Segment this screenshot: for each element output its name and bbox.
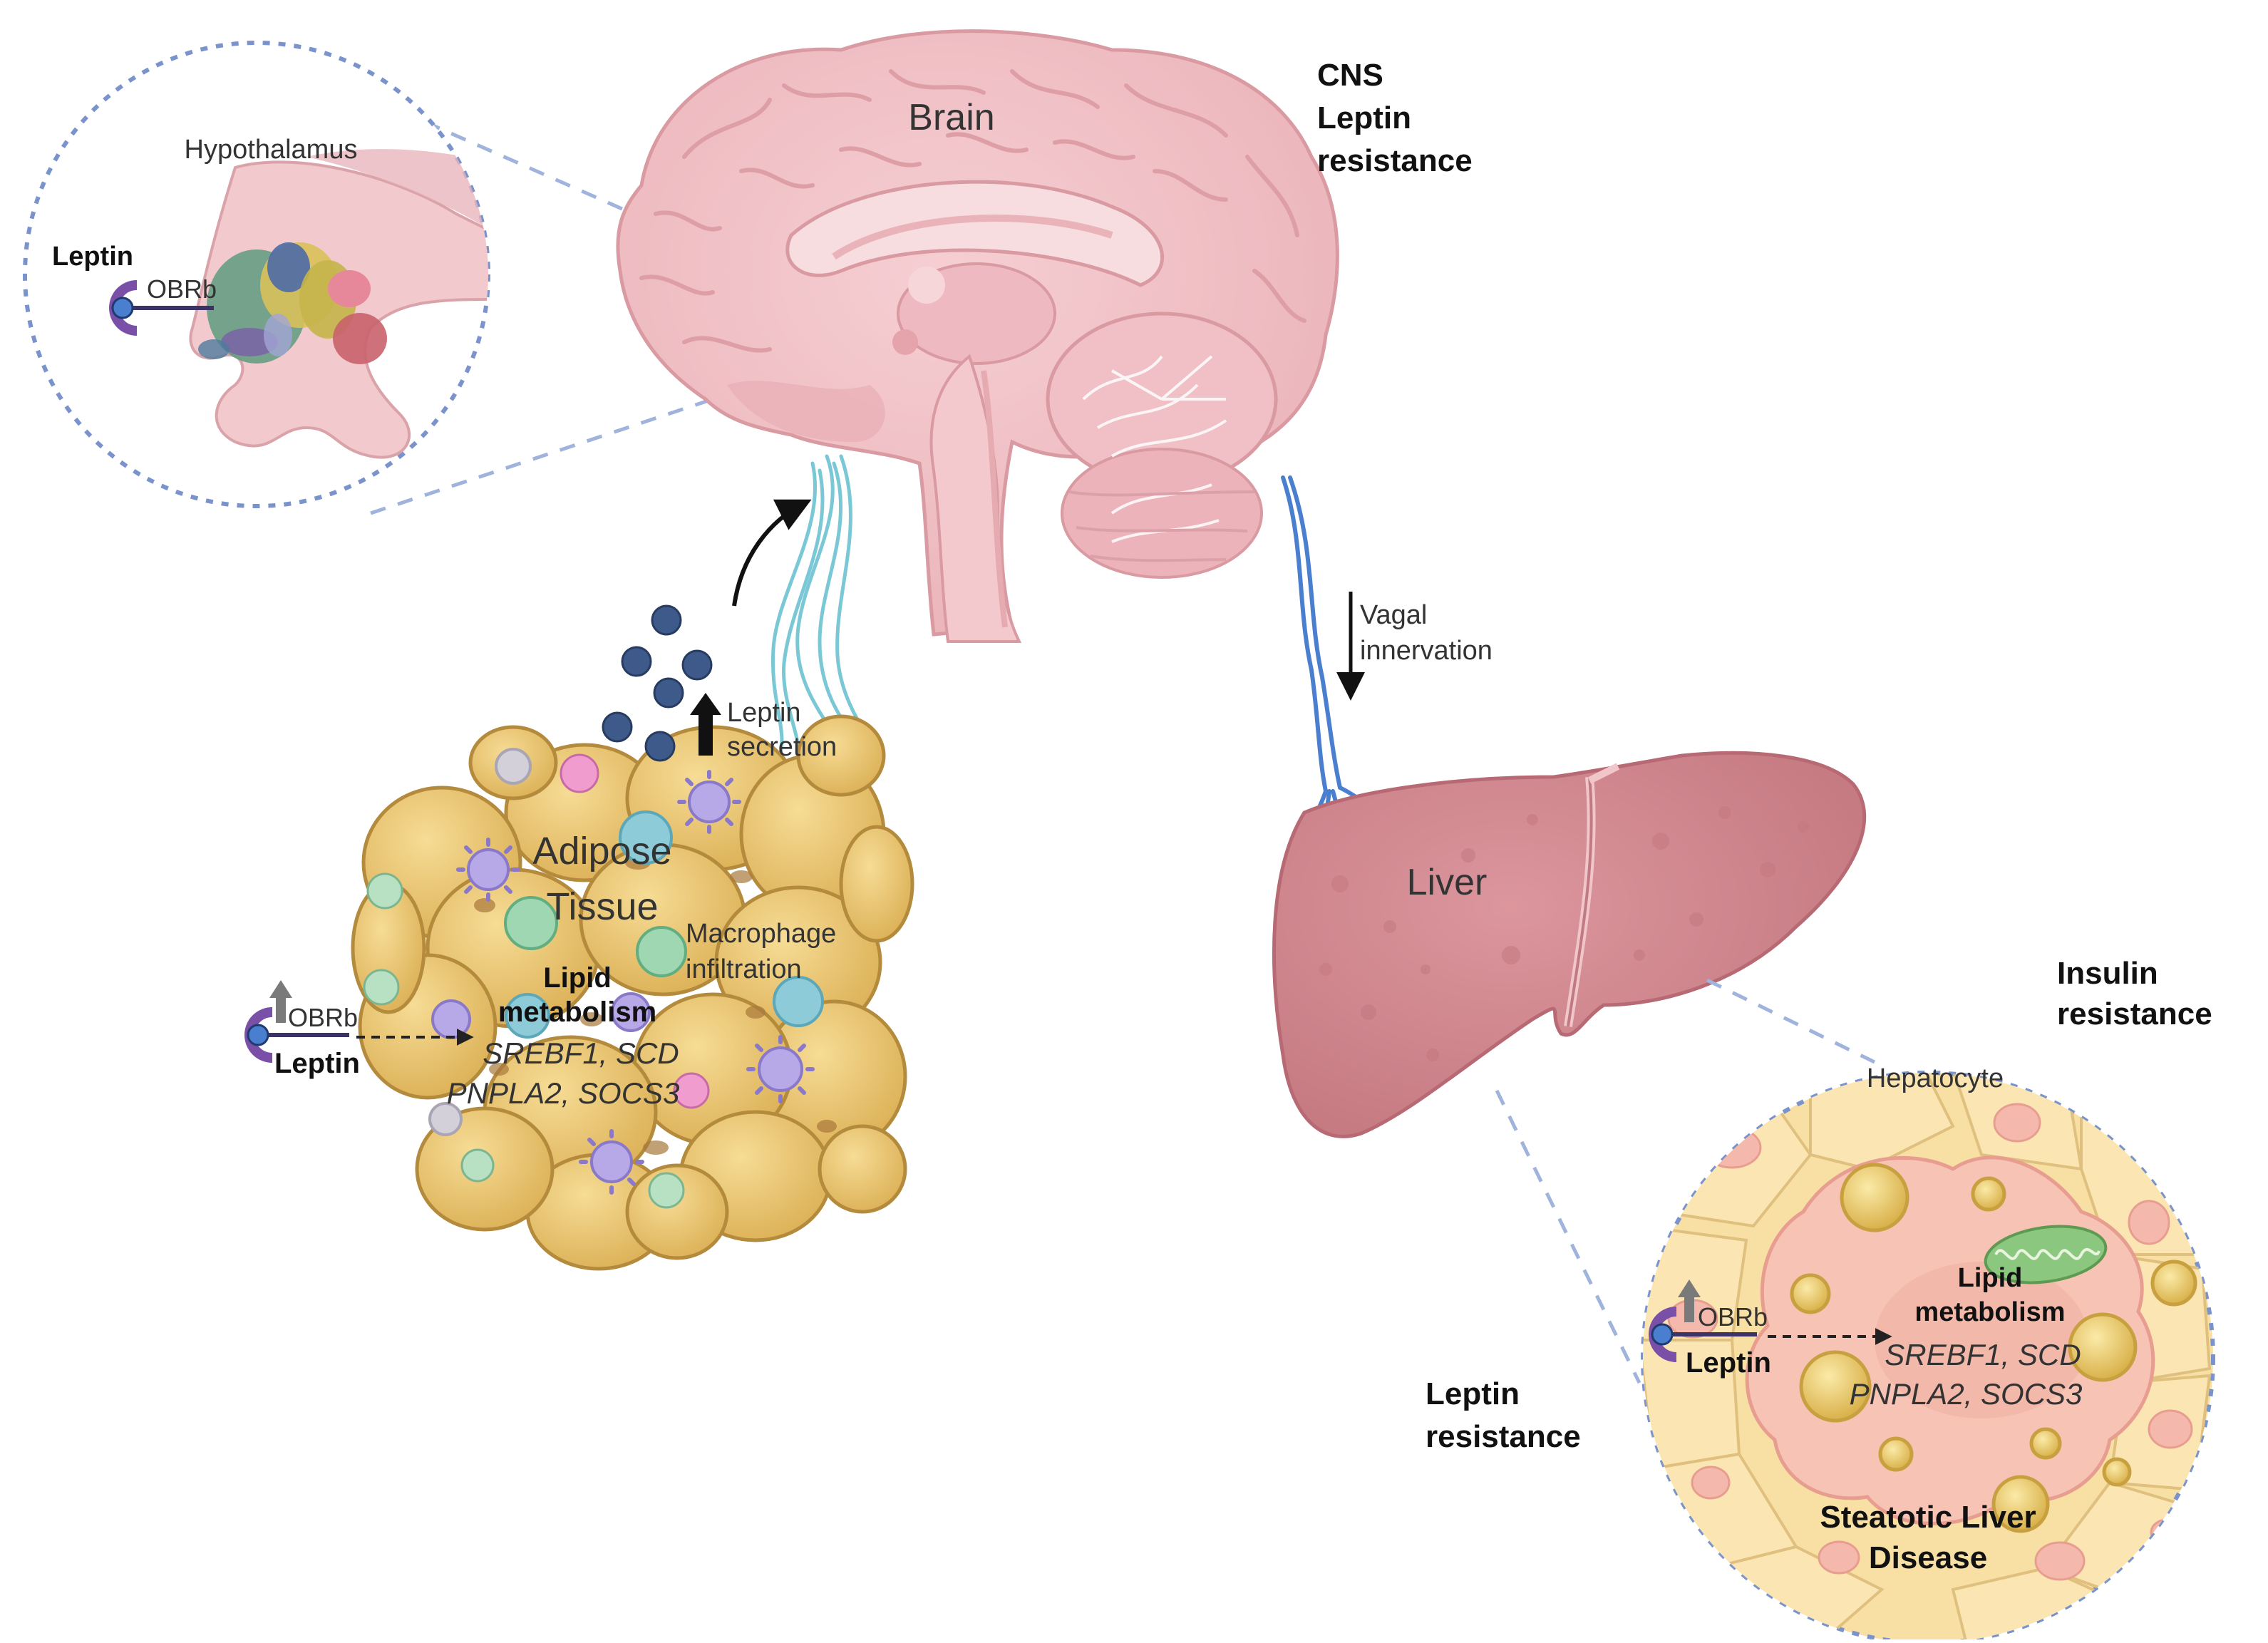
liver-lipid-line2: metabolism [1914, 1297, 2065, 1327]
adipose-leptin-label: Leptin [274, 1048, 360, 1079]
liver-receptor-icon [1649, 1307, 1757, 1362]
liver-resistance-line1: Leptin [1426, 1376, 1520, 1411]
sld-line1: Steatotic Liver [1820, 1500, 2036, 1535]
liver-resistance-line2: resistance [1426, 1419, 1581, 1454]
adipose-lipid-line2: metabolism [498, 996, 656, 1028]
vagal-line1: Vagal [1360, 600, 1427, 630]
hypothalamus-inset: Hypothalamus Leptin OBRb [23, 41, 885, 515]
liver-texture [1319, 806, 1809, 1061]
adipose-genes-line2: PNPLA2, SOCS3 [447, 1076, 680, 1110]
insulin-line1: Insulin [2057, 956, 2158, 991]
liver-upregulation-arrow [1678, 1279, 1701, 1322]
cns-leptin-resistance-label: CNS Leptin resistance [1317, 58, 1473, 178]
hypo-receptor-icon [109, 280, 214, 336]
cns-line3: resistance [1317, 143, 1473, 178]
adipose-line1: Adipose [532, 830, 671, 872]
liver-label: Liver [1407, 862, 1488, 903]
liver-illustration: Liver [1272, 751, 1867, 1138]
sld-line2: Disease [1869, 1540, 1987, 1575]
macrophage-line2: infiltration [686, 954, 802, 984]
liver-leptin-label: Leptin [1686, 1347, 1771, 1379]
hepatocyte-label: Hepatocyte [1867, 1063, 2004, 1093]
brain-illustration: Brain [616, 29, 1339, 643]
hypothalamus-label: Hypothalamus [185, 135, 358, 165]
hepatocyte-inset: Hepatocyte Lipid metabolism SREBF1, SCD … [1495, 978, 2215, 1643]
hypo-leptin-label: Leptin [52, 242, 133, 272]
adipose-tissue: Adipose Tissue Macrophage infiltration L… [244, 714, 914, 1271]
macrophages [428, 748, 815, 1195]
cns-line1: CNS [1317, 58, 1383, 93]
adipose-receptor-icon [244, 1007, 349, 1063]
liver-genes-line1: SREBF1, SCD [1885, 1338, 2081, 1371]
liver-obrb-label: OBRb [1698, 1302, 1768, 1332]
adipocyte-gaps [474, 855, 837, 1155]
lymphocytes [363, 753, 824, 1209]
adipose-genes-line1: SREBF1, SCD [483, 1036, 679, 1070]
leptin-secretion-line1: Leptin [727, 698, 801, 728]
insulin-line2: resistance [2057, 996, 2212, 1031]
cerebellum [1046, 311, 1278, 579]
cns-line2: Leptin [1317, 101, 1411, 135]
mitochondrion [1984, 1225, 2108, 1284]
signal-to-brain-arrow [732, 499, 812, 607]
vagal-line2: innervation [1360, 636, 1493, 666]
brain-gyri [639, 69, 1306, 403]
lipid-droplets [1790, 1163, 2197, 1533]
leptin-secretion-arrow [690, 693, 721, 756]
adipose-upregulation-arrow [269, 980, 292, 1023]
liver-lipid-line1: Lipid [1958, 1263, 2023, 1293]
leptin-molecules [602, 604, 713, 762]
macrophage-line1: Macrophage [686, 919, 836, 949]
brain-label: Brain [908, 97, 994, 138]
liver-genes-line2: PNPLA2, SOCS3 [1850, 1377, 2083, 1411]
hypothalamus-anatomy [189, 149, 488, 459]
adipose-obrb-label: OBRb [288, 1003, 358, 1032]
leptin-secretion-line2: secretion [727, 732, 837, 762]
adipose-line2: Tissue [546, 885, 658, 928]
hypo-obrb-label: OBRb [147, 274, 217, 304]
adipose-lipid-line1: Lipid [543, 962, 612, 994]
vagal-innervation-arrow: Vagal innervation [1336, 592, 1493, 701]
